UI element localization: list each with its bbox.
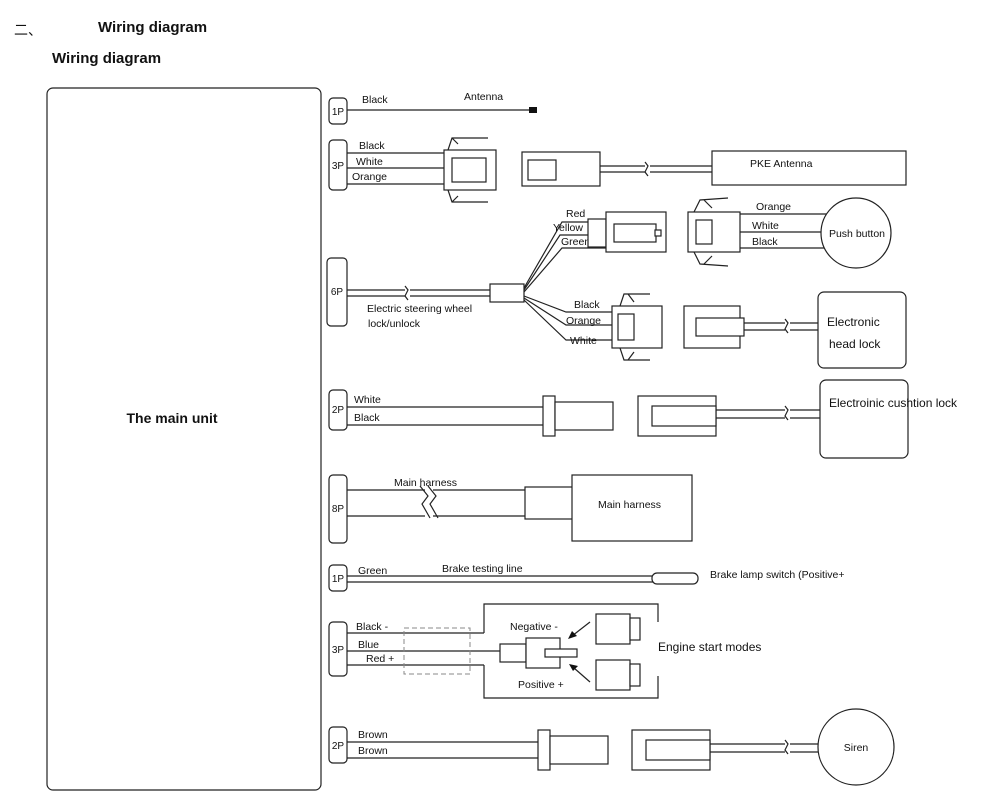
main-unit-label: The main unit [127,410,218,426]
siren-label: Siren [844,742,869,754]
head-lock-label: Electronic [827,315,880,329]
wire-label: Black - [356,621,389,633]
wire-label: Black [752,236,778,248]
negative-label: Negative - [510,621,558,633]
brake-switch-label: Brake lamp switch (Positive+ [710,569,845,581]
head-lock-label: head lock [829,337,881,351]
wire-label: Orange [756,201,791,213]
pin-block-7: 3P [328,621,348,677]
svg-text:1P: 1P [332,574,345,585]
section-number: 二、 [14,22,42,38]
wire-label: Black [362,94,388,106]
steering-lock-label: lock/unlock [368,318,421,330]
wire-label: Orange [566,315,601,327]
steering-lock-harness: Electric steering wheel lock/unlock Red … [347,208,612,347]
wire-label: White [354,394,381,406]
diagram-subtitle: Wiring diagram [52,50,162,67]
wire-label: Green [561,236,590,248]
main-unit-box [46,87,322,791]
page-title: Wiring diagram [98,19,208,36]
wire-label: Orange [352,171,387,183]
wire-label: Black [574,299,600,311]
brake-line: Green Brake testing line Brake lamp swit… [347,563,845,585]
engine-start-label: Engine start modes [658,640,761,654]
engine-start-connector: Black - Blue Red + Negative - Positive +… [347,603,761,699]
wire-label: Brown [358,729,388,741]
main-harness-connector: Main harness Main harness [347,474,693,542]
wire-label: White [570,335,597,347]
svg-text:3P: 3P [332,161,345,172]
svg-text:2P: 2P [332,405,345,416]
svg-text:8P: 8P [332,504,345,515]
cushion-lock-connector: White Black Electroinic cushtion lock [347,379,958,459]
pin-block-6: 1P [328,564,348,592]
wire-label: White [752,220,779,232]
positive-label: Positive + [518,679,564,691]
siren-connector: Brown Brown Siren [347,708,895,786]
pke-antenna-connector: Black White Orange PKE Antenna [347,137,907,203]
antenna-wire: Black Antenna [347,91,537,113]
svg-text:2P: 2P [332,741,345,752]
brake-line-label: Brake testing line [442,563,523,575]
wire-label: Red [566,208,585,220]
wire-label: Black [354,412,380,424]
steering-lock-label: Electric steering wheel [367,303,472,315]
svg-text:6P: 6P [331,287,344,298]
wire-label: Black [359,140,385,152]
pin-block-2: 3P [328,139,348,191]
antenna-label: Antenna [464,91,503,103]
wire-label: Brown [358,745,388,757]
pin-block-5: 8P [328,474,348,544]
wire-label: Green [358,565,387,577]
cushion-lock-label: Electroinic cushtion lock [829,396,958,410]
head-lock-connector: Electronic head lock [611,291,907,369]
wire-label: Main harness [394,477,457,489]
svg-text:1P: 1P [332,107,345,118]
pke-antenna-label: PKE Antenna [750,158,813,170]
wire-label: Blue [358,639,379,651]
pin-block-1: 1P [328,97,348,125]
wire-label: White [356,156,383,168]
svg-text:3P: 3P [332,645,345,656]
wire-label: Red + [366,653,394,665]
push-button-label: Push button [829,228,885,240]
pin-block-4: 2P [328,389,348,431]
push-button-connector: Orange White Black Push button [587,197,892,269]
main-harness-label: Main harness [598,499,661,511]
wire-label: Yellow [553,222,583,234]
pin-block-3: 6P [326,257,348,327]
pin-block-8: 2P [328,726,348,764]
